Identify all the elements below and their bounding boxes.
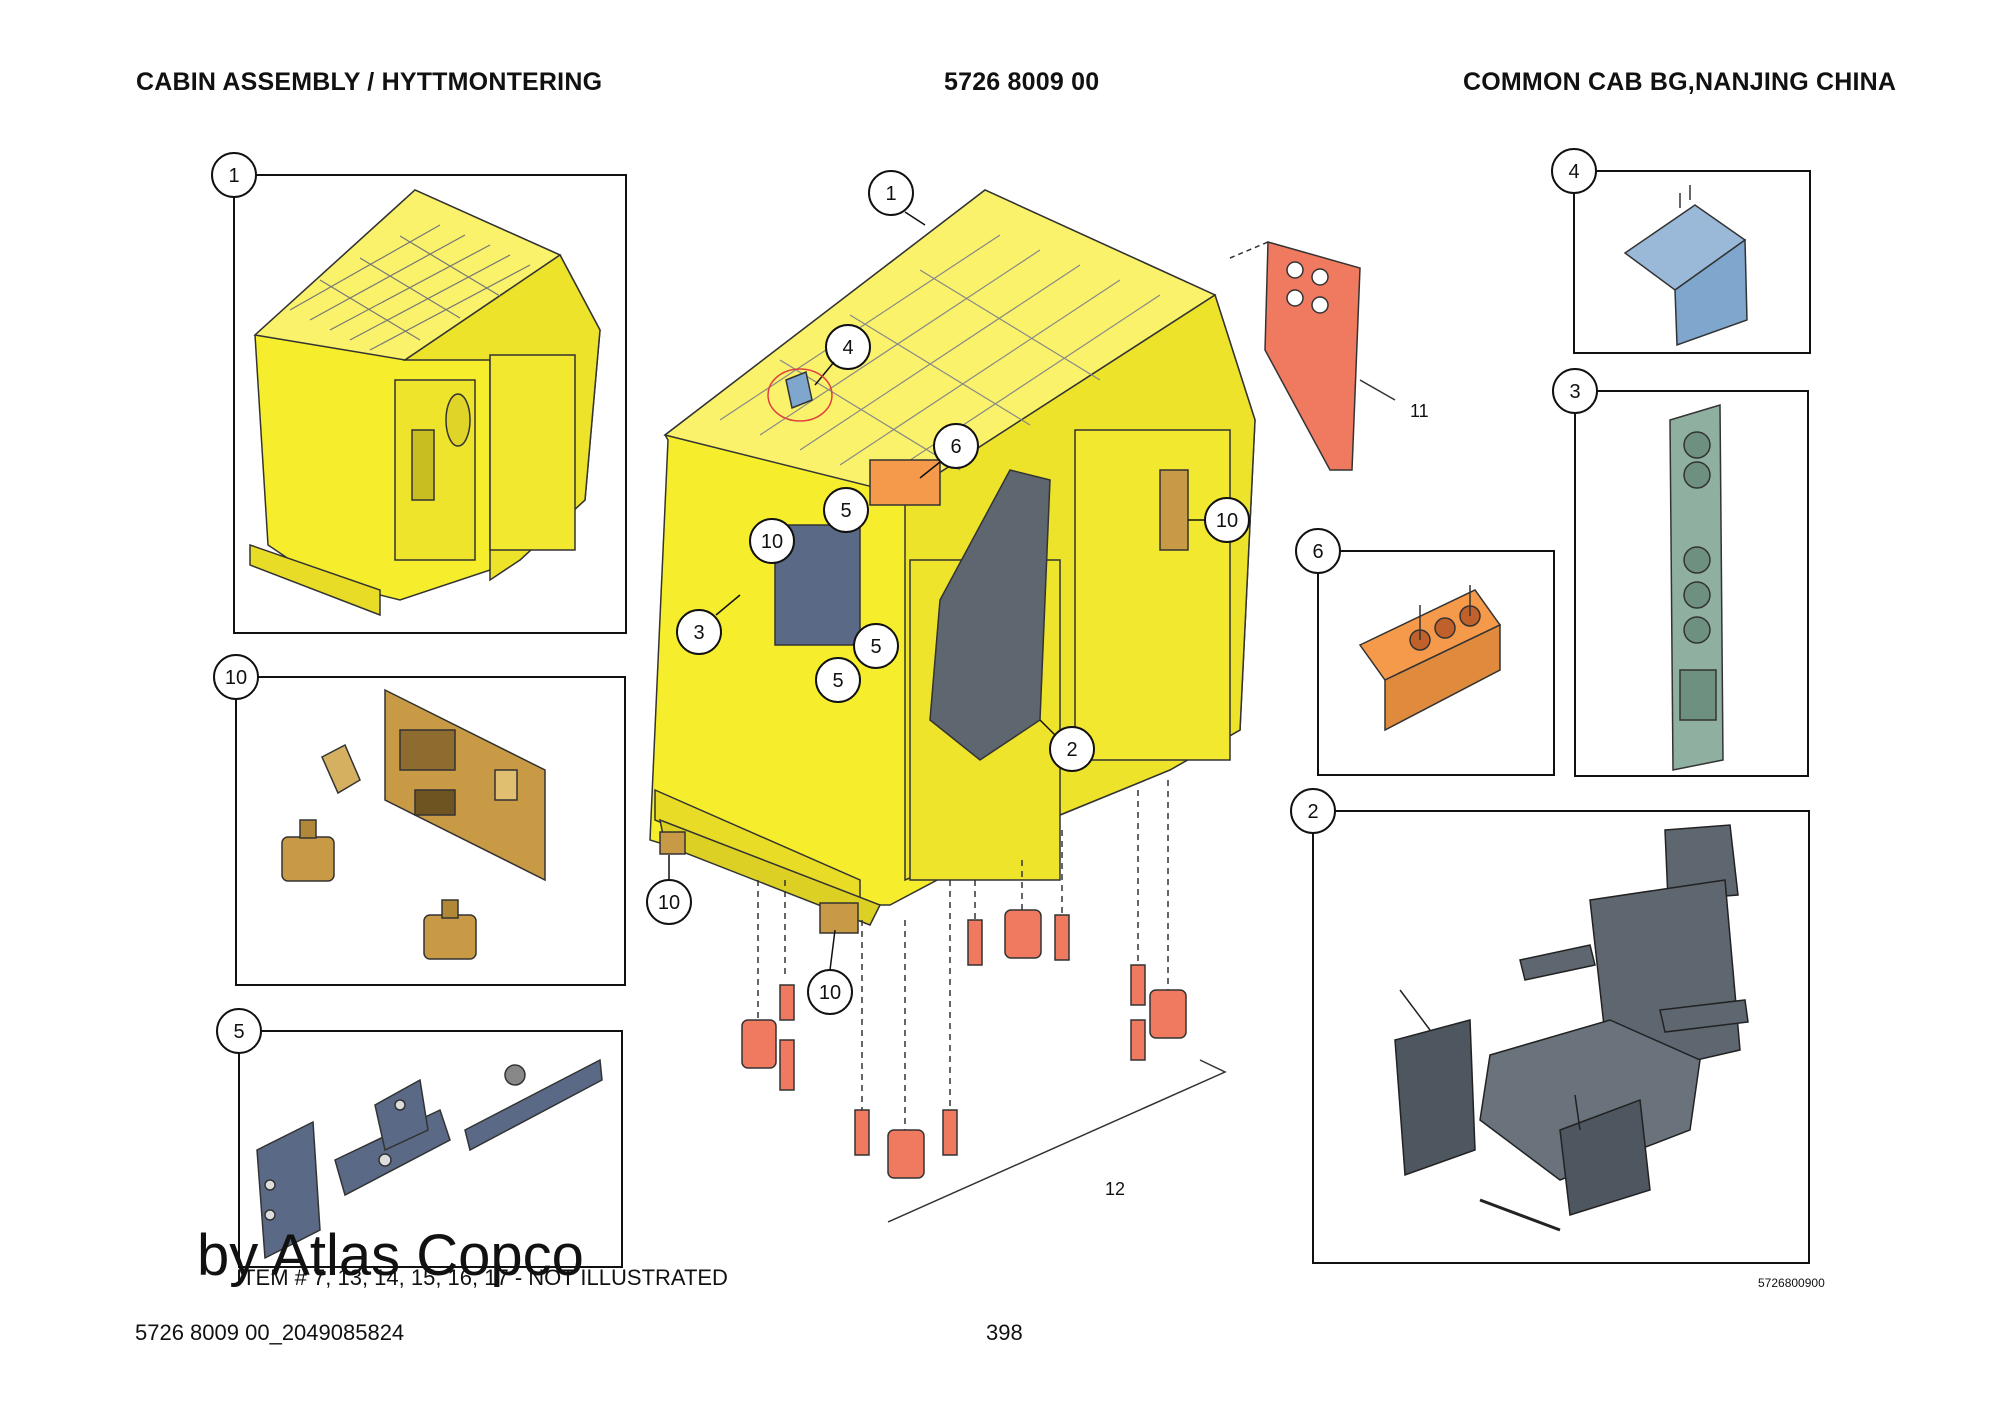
callout-detail-1 (211, 152, 257, 198)
callout-detail-3-label: 3 (1569, 381, 1580, 403)
part-label-11: 11 (1410, 401, 1429, 421)
not-illustrated-note: ITEM # 7, 13, 14, 15, 16, 17 - NOT ILLUS… (236, 1265, 728, 1290)
callout-detail-10-label: 10 (225, 667, 247, 689)
callout-main-10a-label: 10 (761, 531, 783, 553)
callout-main-10a (749, 518, 795, 564)
callout-main-2 (1049, 726, 1095, 772)
callout-main-6-label: 6 (950, 436, 961, 458)
part-label-12: 12 (1105, 1179, 1125, 1199)
callout-main-3 (676, 609, 722, 655)
main-cab-illustration (649, 189, 1256, 934)
operator-seat-illustration (1394, 824, 1749, 1232)
callout-detail-6 (1295, 528, 1341, 574)
callout-main-5a-label: 5 (840, 500, 851, 522)
callout-detail-2-label: 2 (1307, 801, 1318, 823)
callout-main-1-label: 1 (885, 183, 896, 205)
callout-main-10b-label: 10 (1216, 510, 1238, 532)
callout-main-10c-label: 10 (658, 892, 680, 914)
detail-frame-10 (235, 676, 626, 986)
drawing-reference: 5726800900 (1758, 1276, 1825, 1290)
header-location: COMMON CAB BG,NANJING CHINA (1463, 68, 1897, 96)
gauge-panel-illustration (1669, 403, 1724, 771)
footer-page-number: 398 (986, 1320, 1023, 1345)
panel-11-illustration (1229, 241, 1396, 471)
header-part-number: 5726 8009 00 (944, 68, 1100, 96)
header-title: CABIN ASSEMBLY / HYTTMONTERING (136, 68, 603, 96)
electrical-board-illustration (281, 688, 546, 960)
switch-panels-illustration (256, 1058, 603, 1260)
bracket-illustration (1623, 185, 1748, 347)
callout-main-5c-label: 5 (832, 670, 843, 692)
rubber-mounts-illustration (741, 780, 1227, 1223)
callout-detail-4-label: 4 (1568, 161, 1579, 183)
cab-overview-illustration (249, 189, 601, 617)
callout-detail-4 (1551, 148, 1597, 194)
detail-frame-3 (1574, 390, 1809, 777)
callout-detail-10 (213, 654, 259, 700)
detail-frame-1 (233, 174, 627, 634)
callout-main-2-label: 2 (1066, 739, 1077, 761)
callout-main-1 (868, 170, 914, 216)
callout-detail-5 (216, 1008, 262, 1054)
callout-main-10d-label: 10 (819, 982, 841, 1004)
callout-main-3-label: 3 (693, 622, 704, 644)
callout-detail-5-label: 5 (233, 1021, 244, 1043)
callout-detail-2 (1290, 788, 1336, 834)
detail-frame-6 (1317, 550, 1555, 776)
callout-main-5a (823, 487, 869, 533)
control-panel-illustration (1358, 585, 1502, 732)
callout-main-4 (825, 324, 871, 370)
callout-main-5b-label: 5 (870, 636, 881, 658)
callout-main-5b (853, 623, 899, 669)
detail-frame-2 (1312, 810, 1810, 1264)
callout-main-5c (815, 657, 861, 703)
callout-detail-3 (1552, 368, 1598, 414)
callout-main-6 (933, 423, 979, 469)
callout-detail-1-label: 1 (228, 165, 239, 187)
footer-doc-id: 5726 8009 00_2049085824 (135, 1320, 405, 1345)
callout-detail-6-label: 6 (1312, 541, 1323, 563)
detail-frame-4 (1573, 170, 1811, 354)
detail-frame-5 (238, 1030, 623, 1268)
callout-main-4-label: 4 (842, 337, 853, 359)
watermark: by Atlas Copco (197, 1223, 584, 1288)
